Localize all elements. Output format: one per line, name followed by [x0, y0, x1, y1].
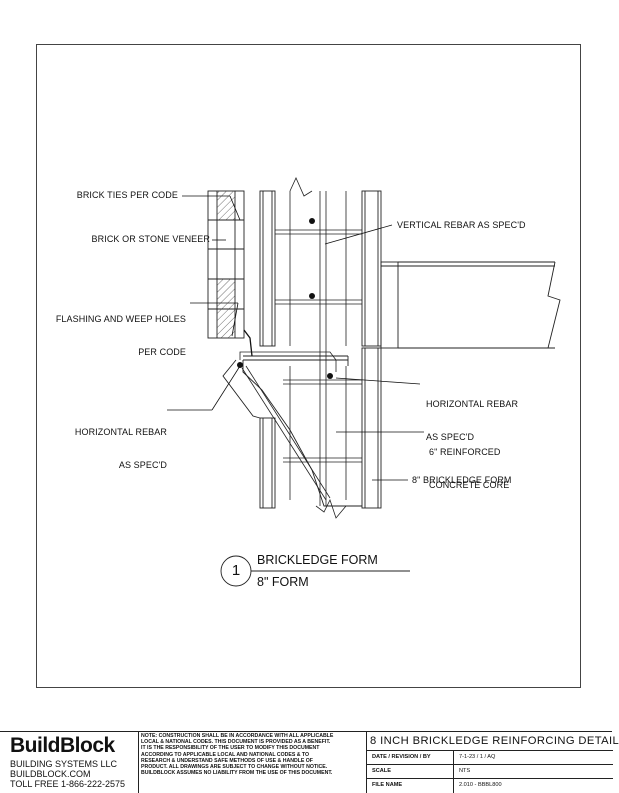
row-divider: [367, 778, 613, 779]
buildblock-logo: BuildBlock: [10, 734, 115, 757]
callout-flashing-line1: FLASHING AND WEEP HOLES: [55, 314, 186, 324]
detail-tag-number: 1: [231, 562, 241, 579]
scale-label: SCALE: [372, 768, 391, 774]
scale-value: NTS: [459, 768, 471, 774]
drawing-border: [36, 44, 581, 688]
sheet-title: 8 INCH BRICKLEDGE REINFORCING DETAIL: [370, 735, 619, 747]
callout-concrete-core-line2: CONCRETE CORE: [429, 480, 510, 490]
horizontal-rebar-dots: [237, 218, 333, 379]
date-revision-value: 7-1-23 / 1 / AQ: [459, 754, 496, 760]
callout-leaders: [167, 195, 424, 481]
floor-slab: [380, 261, 561, 349]
flashing: [243, 329, 253, 357]
detail-tag-title: BRICKLEDGE FORM: [257, 553, 378, 567]
ledge-rebar: [239, 351, 337, 501]
callout-concrete-core: 6" REINFORCED CONCRETE CORE: [429, 425, 509, 502]
callout-brickledge-form: 8" BRICKLEDGE FORM: [412, 475, 512, 485]
detail-tag-graphic: [220, 555, 410, 587]
note-line: IT IS THE RESPONSIBILITY OF THE USER TO …: [141, 745, 320, 752]
note-line: RESEARCH & UNDERSTAND SAFE METHODS OF US…: [141, 757, 313, 764]
row-divider: [367, 764, 613, 765]
brickledge-section-detail: [167, 177, 561, 587]
note-line: LOCAL & NATIONAL CODES. THIS DOCUMENT IS…: [141, 739, 331, 746]
callout-vertical-rebar: VERTICAL REBAR AS SPEC'D: [397, 220, 526, 230]
callout-horizontal-rebar-left-line2: AS SPEC'D: [118, 460, 167, 470]
brick-hatch: [217, 191, 235, 338]
company-website: BUILDBLOCK.COM: [10, 769, 91, 779]
company-phone: TOLL FREE 1-866-222-2575: [10, 779, 126, 789]
row-divider: [367, 750, 613, 751]
vertical-rebar: [319, 191, 327, 506]
callout-flashing: FLASHING AND WEEP HOLES PER CODE: [56, 292, 186, 369]
callout-flashing-line2: PER CODE: [138, 347, 186, 357]
web-ties: [275, 229, 362, 463]
callout-horizontal-rebar-right-line2: AS SPEC'D: [426, 432, 475, 442]
note-line: BUILDBLOCK ASSUMES NO LIABILITY FROM THE…: [141, 770, 333, 777]
note-line: ACCORDING TO APPLICABLE LOCAL AND NATION…: [141, 751, 310, 758]
callout-brick-veneer: BRICK OR STONE VENEER: [91, 234, 210, 244]
callout-horizontal-rebar-right-line1: HORIZONTAL REBAR: [426, 399, 519, 409]
detail-tag-subtitle: 8" FORM: [257, 575, 309, 589]
sheet-info: 8 INCH BRICKLEDGE REINFORCING DETAIL DAT…: [366, 732, 619, 793]
file-name-label: FILE NAME: [372, 782, 403, 788]
callout-concrete-core-line1: 6" REINFORCED: [429, 447, 501, 457]
company-name: BUILDING SYSTEMS LLC: [10, 759, 118, 769]
note-line: PRODUCT. ALL DRAWINGS ARE SUBJECT TO CHA…: [141, 764, 328, 771]
callout-brick-ties: BRICK TIES PER CODE: [76, 190, 178, 200]
note-line: NOTE: CONSTRUCTION SHALL BE IN ACCORDANC…: [141, 733, 334, 739]
callout-horizontal-rebar-left: HORIZONTAL REBAR AS SPEC'D: [75, 405, 167, 482]
title-block: BuildBlock BUILDING SYSTEMS LLC BUILDBLO…: [0, 731, 619, 793]
callout-horizontal-rebar-left-line1: HORIZONTAL REBAR: [74, 427, 167, 437]
column-divider: [453, 750, 454, 793]
date-revision-label: DATE / REVISION / BY: [372, 754, 431, 760]
callout-horizontal-rebar-right: HORIZONTAL REBAR AS SPEC'D: [426, 377, 518, 454]
concrete-core: [289, 177, 347, 519]
form-panels: [259, 190, 382, 509]
file-name-value: 2.010 - BBBL800: [459, 782, 502, 788]
disclaimer-note: NOTE: CONSTRUCTION SHALL BE IN ACCORDANC…: [141, 733, 363, 791]
logo-area: BuildBlock BUILDING SYSTEMS LLC BUILDBLO…: [0, 732, 139, 793]
